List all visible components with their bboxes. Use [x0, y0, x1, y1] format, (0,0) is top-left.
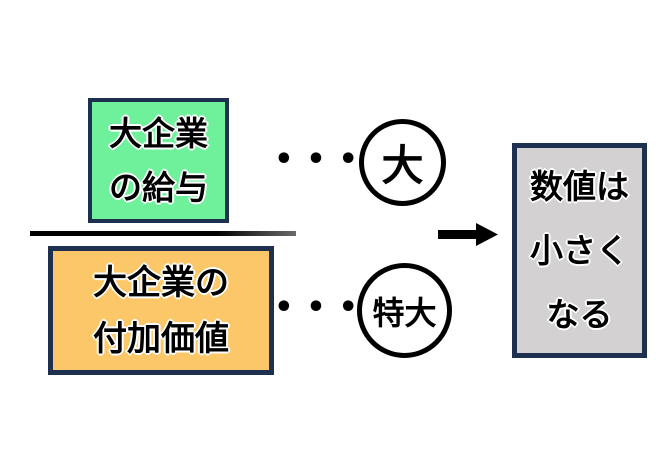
denominator-box: 大企業の 付加価値 [48, 246, 274, 375]
right-arrow-icon [438, 223, 498, 246]
result-text-line2: 小さく [530, 230, 629, 270]
numerator-text-line2: の給与 [109, 167, 208, 207]
denominator-text-line1: 大企業の [93, 262, 229, 303]
result-text-line1: 数値は [530, 166, 629, 206]
size-circle-extra-large: 特大 [357, 263, 452, 358]
fraction-bar [30, 231, 296, 236]
ellipsis-dots-bottom: ••• [274, 290, 371, 325]
result-box: 数値は 小さく なる [512, 143, 647, 358]
numerator-text-line1: 大企業 [109, 113, 208, 153]
ellipsis-dots-top: ••• [274, 142, 371, 177]
result-text-line3: なる [546, 294, 613, 334]
size-circle-large: 大 [359, 119, 446, 206]
denominator-text-line2: 付加価値 [93, 318, 229, 359]
size-label-large: 大 [381, 141, 424, 190]
size-label-extra-large: 特大 [372, 293, 437, 332]
numerator-box: 大企業 の給与 [88, 98, 229, 223]
